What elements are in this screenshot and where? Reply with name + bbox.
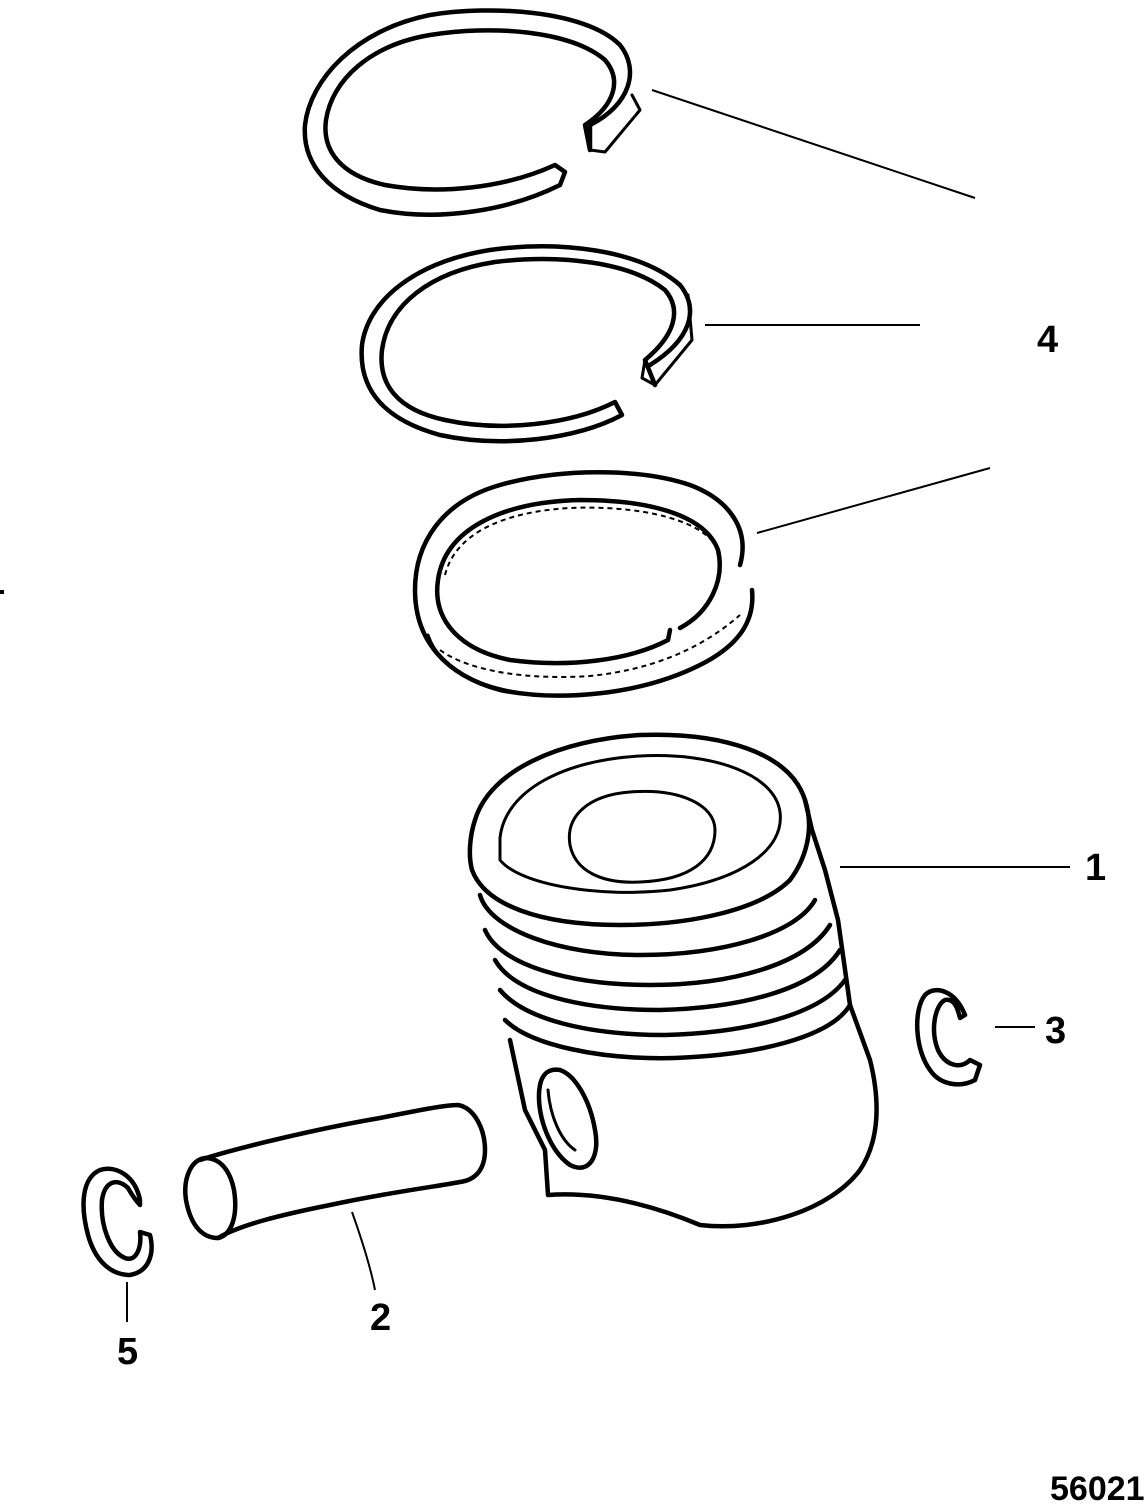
- top-compression-ring: [302, 8, 642, 217]
- leader-lines: [126, 89, 1070, 1322]
- callout-4: 4: [1037, 319, 1058, 361]
- edge-mark: [0, 590, 4, 594]
- callout-3: 3: [1045, 1010, 1066, 1052]
- retaining-ring-left: [81, 1166, 154, 1278]
- callout-5: 5: [117, 1331, 138, 1373]
- retaining-ring-right: [915, 988, 983, 1087]
- callout-2: 2: [370, 1297, 391, 1339]
- second-compression-ring: [359, 244, 694, 444]
- figure-number: 56021: [1050, 1470, 1145, 1508]
- leader-piston-pin: [351, 1211, 376, 1291]
- leader-ring-oil: [756, 467, 991, 534]
- piston-pin: [183, 1102, 488, 1241]
- oil-control-ring: [412, 470, 755, 698]
- piston: [467, 732, 879, 1229]
- leader-ring-top: [651, 89, 976, 199]
- callout-1: 1: [1085, 847, 1106, 889]
